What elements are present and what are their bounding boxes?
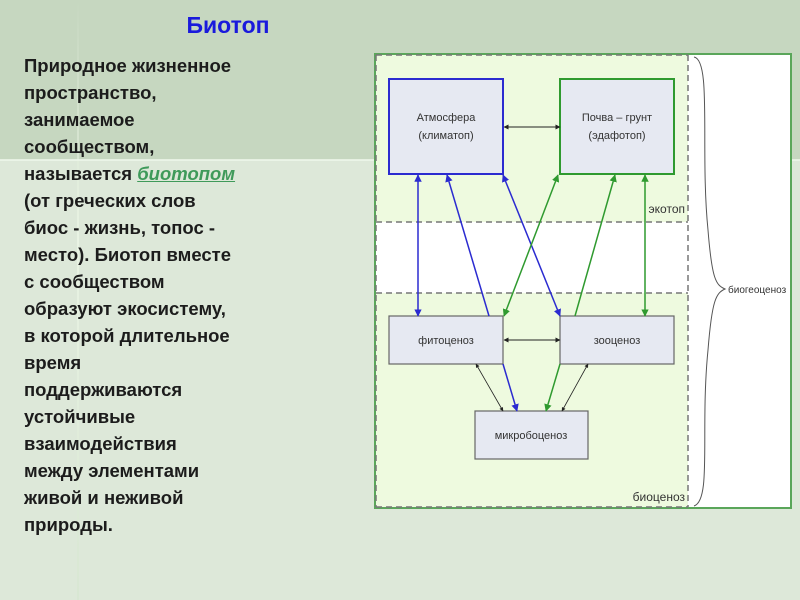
biocenosis-label: биоценоз <box>633 490 686 504</box>
biogeocenosis-label: биогеоценоз <box>728 284 787 296</box>
brace-icon <box>693 56 727 507</box>
body-line: поддерживаются <box>24 379 183 400</box>
arrow <box>445 174 490 317</box>
body-line: Природное жизненное <box>24 55 232 76</box>
svg-text:(эдафотоп): (эдафотоп) <box>588 130 645 142</box>
decorative-vertical-line <box>77 0 79 600</box>
body-line: сообществом, <box>24 136 155 157</box>
arrow <box>475 363 504 412</box>
body-line: взаимодействия <box>24 433 177 454</box>
svg-text:фитоценоз: фитоценоз <box>418 335 474 347</box>
svg-text:(климатоп): (климатоп) <box>418 130 473 142</box>
slide-title: Биотоп <box>186 12 270 38</box>
ecotope-label: экотоп <box>649 202 685 216</box>
box-zoocenosis: зооценоз <box>559 315 675 365</box>
arrow <box>544 363 561 412</box>
svg-text:Атмосфера: Атмосфера <box>417 112 477 124</box>
box-atmosphere: Атмосфера (климатоп) <box>388 78 504 175</box>
svg-text:зооценоз: зооценоз <box>594 335 641 347</box>
body-line: живой и неживой <box>24 487 184 508</box>
body-line: занимаемое <box>24 109 135 130</box>
arrow <box>574 174 617 317</box>
arrow <box>502 363 519 412</box>
body-line: между элементами <box>24 460 200 481</box>
body-line: пространство, <box>24 82 157 103</box>
arrow <box>561 363 589 412</box>
body-line: устойчивые <box>24 406 136 427</box>
box-soil: Почва – грунт (эдафотоп) <box>559 78 675 175</box>
body-line: место). Биотоп вместе <box>24 244 232 265</box>
box-microbocenosis: микробоценоз <box>474 410 589 460</box>
svg-text:микробоценоз: микробоценоз <box>495 430 568 442</box>
body-line: (от греческих слов <box>24 190 196 211</box>
box-phytocenosis: фитоценоз <box>388 315 504 365</box>
body-text: называется <box>24 163 138 184</box>
body-line: с сообществом <box>24 271 165 292</box>
svg-text:Почва – грунт: Почва – грунт <box>582 112 652 124</box>
body-line: в которой длительное <box>24 325 230 346</box>
arrow <box>502 174 560 317</box>
body-line: время <box>24 352 82 373</box>
body-line: образуют экосистему, <box>24 298 226 319</box>
slide-body-text: Природное жизненное пространство, занима… <box>24 52 235 538</box>
body-line: называется биотопом <box>24 160 235 187</box>
body-line: биос - жизнь, топос - <box>24 217 216 238</box>
body-line: природы. <box>24 514 113 535</box>
biotope-term-link[interactable]: биотопом <box>137 163 236 184</box>
